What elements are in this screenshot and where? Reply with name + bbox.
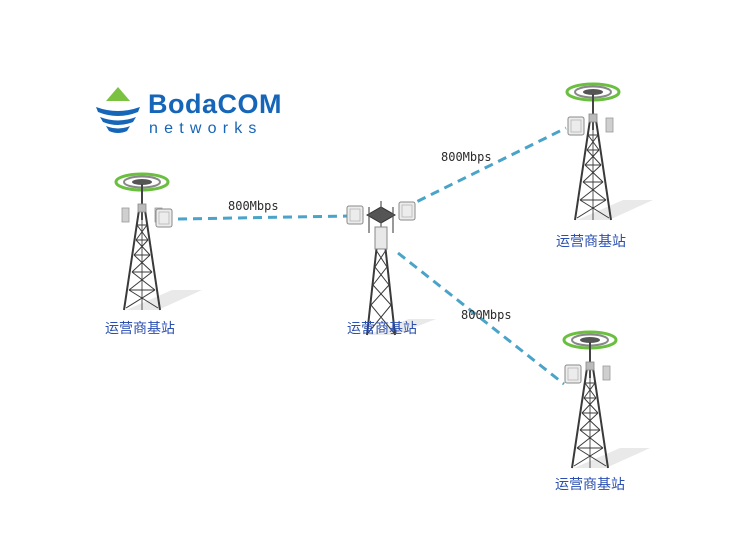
- link-label-left-center: 800Mbps: [228, 199, 279, 213]
- link-label-center-bottom-right: 800Mbps: [461, 308, 512, 322]
- link-center-top-right: [403, 126, 567, 210]
- logo-subtitle: networks: [149, 120, 263, 137]
- tower-bottom-right: [562, 330, 652, 470]
- tower-label-top-right: 运营商基站: [556, 234, 626, 250]
- tower-label-left: 运营商基站: [105, 321, 175, 337]
- tower-left: [114, 172, 204, 312]
- link-center-bottom-right: [397, 251, 565, 386]
- logo-title: BodaCOM: [148, 89, 282, 119]
- logo-mark: [96, 87, 140, 133]
- link-label-center-top-right: 800Mbps: [441, 150, 492, 164]
- tower-top-right: [565, 82, 655, 222]
- tower-label-bottom-right: 运营商基站: [555, 477, 625, 493]
- link-left-center: [177, 214, 351, 221]
- logo: BodaCOM networks: [95, 85, 305, 145]
- tower-center: [346, 201, 436, 336]
- tower-label-center: 运营商基站: [347, 321, 417, 337]
